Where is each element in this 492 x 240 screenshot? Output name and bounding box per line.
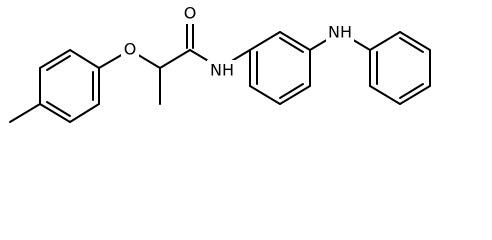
- atom-oxygen-ether: O: [121, 40, 139, 60]
- molecule-structure: O O NH NH: [9, 4, 431, 123]
- atom-nitrogen-amide: NH: [207, 60, 235, 80]
- bond: [399, 31, 431, 51]
- bond-inner: [399, 37, 424, 53]
- atom-oxygen-carbonyl: O: [181, 4, 199, 24]
- bond: [249, 85, 281, 105]
- bond: [69, 49, 100, 69]
- bond: [39, 103, 71, 123]
- bond-inner: [46, 101, 71, 117]
- phenylene-ring: [249, 31, 311, 105]
- oxygen-carbonyl-label: O: [184, 4, 197, 23]
- phenyl-ring: [369, 31, 431, 105]
- bond: [279, 31, 311, 51]
- nitrogen-amine-label: NH: [328, 23, 352, 42]
- bond-inner: [399, 83, 424, 99]
- bond: [159, 49, 191, 69]
- bond: [249, 31, 281, 51]
- bond: [39, 49, 71, 69]
- bond: [279, 85, 311, 105]
- bond: [369, 85, 401, 105]
- bond-inner: [279, 83, 304, 99]
- bond-inner: [279, 37, 304, 53]
- oxygen-ether-label: O: [124, 40, 137, 59]
- bond-inner: [46, 55, 71, 71]
- bond: [69, 103, 100, 123]
- bond: [399, 85, 431, 105]
- tolyl-ring: [39, 49, 100, 123]
- nitrogen-amide-label: NH: [210, 61, 234, 80]
- bond: [369, 31, 401, 51]
- atom-nitrogen-amine: NH: [326, 22, 354, 42]
- methyl-bond: [9, 103, 41, 123]
